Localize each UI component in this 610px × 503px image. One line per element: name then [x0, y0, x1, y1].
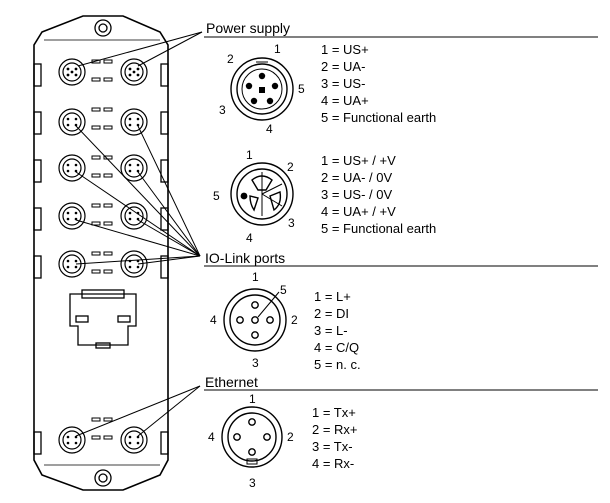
legend-line: 1 = US+ / +V [321, 153, 396, 168]
legend-line: 3 = US- [321, 76, 366, 91]
legend-line: 1 = Tx+ [312, 405, 356, 420]
iolink-ports-title: IO-Link ports [205, 250, 286, 266]
legend-line: 5 = n. c. [314, 357, 361, 372]
ethernet-legend: 1 = Tx+ 2 = Rx+ 3 = Tx- 4 = Rx- [312, 404, 358, 472]
legend-line: 4 = UA+ / +V [321, 204, 396, 219]
iolink-pin-5: 5 [280, 283, 287, 297]
legend-line: 4 = Rx- [312, 456, 355, 471]
legend-line: 2 = Rx+ [312, 422, 358, 437]
iolink-pin-4: 4 [210, 313, 217, 327]
leader-lines [75, 31, 203, 437]
power-a-pin-3: 3 [219, 103, 226, 117]
power-connector-b-drawing [230, 162, 294, 226]
legend-line: 5 = Functional earth [321, 221, 437, 236]
module-connectors [58, 58, 148, 454]
ethernet-connector-drawing [221, 406, 283, 468]
legend-line: 1 = US+ [321, 42, 369, 57]
legend-line: 3 = L- [314, 323, 348, 338]
status-leds [91, 59, 113, 440]
power-b-legend: 1 = US+ / +V 2 = UA- / 0V 3 = US- / 0V 4… [321, 152, 436, 237]
power-a-pin-4: 4 [266, 122, 273, 136]
legend-line: 3 = US- / 0V [321, 187, 393, 202]
power-connector-a-drawing [230, 57, 294, 121]
legend-line: 2 = DI [314, 306, 350, 321]
power-a-legend: 1 = US+ 2 = UA- 3 = US- 4 = UA+ 5 = Func… [321, 41, 436, 126]
section-rules [204, 36, 598, 391]
legend-line: 2 = UA- / 0V [321, 170, 393, 185]
power-b-pin-5: 5 [213, 189, 220, 203]
power-b-pin-3: 3 [288, 216, 295, 230]
module-socket-pins [66, 67, 140, 445]
legend-line: 5 = Functional earth [321, 110, 437, 125]
ethernet-pin-1: 1 [249, 392, 256, 406]
label-window [69, 289, 137, 349]
legend-line: 3 = Tx- [312, 439, 353, 454]
power-b-pin-4: 4 [246, 231, 253, 245]
iolink-connector-drawing [223, 288, 287, 352]
power-a-pin-1: 1 [274, 42, 281, 56]
power-supply-title: Power supply [206, 20, 291, 36]
iolink-legend: 1 = L+ 2 = DI 3 = L- 4 = C/Q 5 = n. c. [314, 288, 361, 373]
power-a-pin-2: 2 [227, 52, 234, 66]
ethernet-pin-3: 3 [249, 476, 256, 490]
iolink-pin-2: 2 [291, 313, 298, 327]
power-b-pin-1: 1 [246, 148, 253, 162]
iolink-pin-3: 3 [252, 356, 259, 370]
legend-line: 4 = UA+ [321, 93, 369, 108]
module-housing [33, 15, 169, 491]
legend-line: 2 = UA- [321, 59, 366, 74]
power-a-pin-5: 5 [298, 82, 305, 96]
ethernet-pin-4: 4 [208, 430, 215, 444]
legend-line: 4 = C/Q [314, 340, 360, 355]
ethernet-pin-2: 2 [287, 430, 294, 444]
legend-line: 1 = L+ [314, 289, 351, 304]
ethernet-title: Ethernet [205, 374, 258, 390]
power-b-pin-2: 2 [287, 160, 294, 174]
iolink-pin-1: 1 [252, 270, 259, 284]
